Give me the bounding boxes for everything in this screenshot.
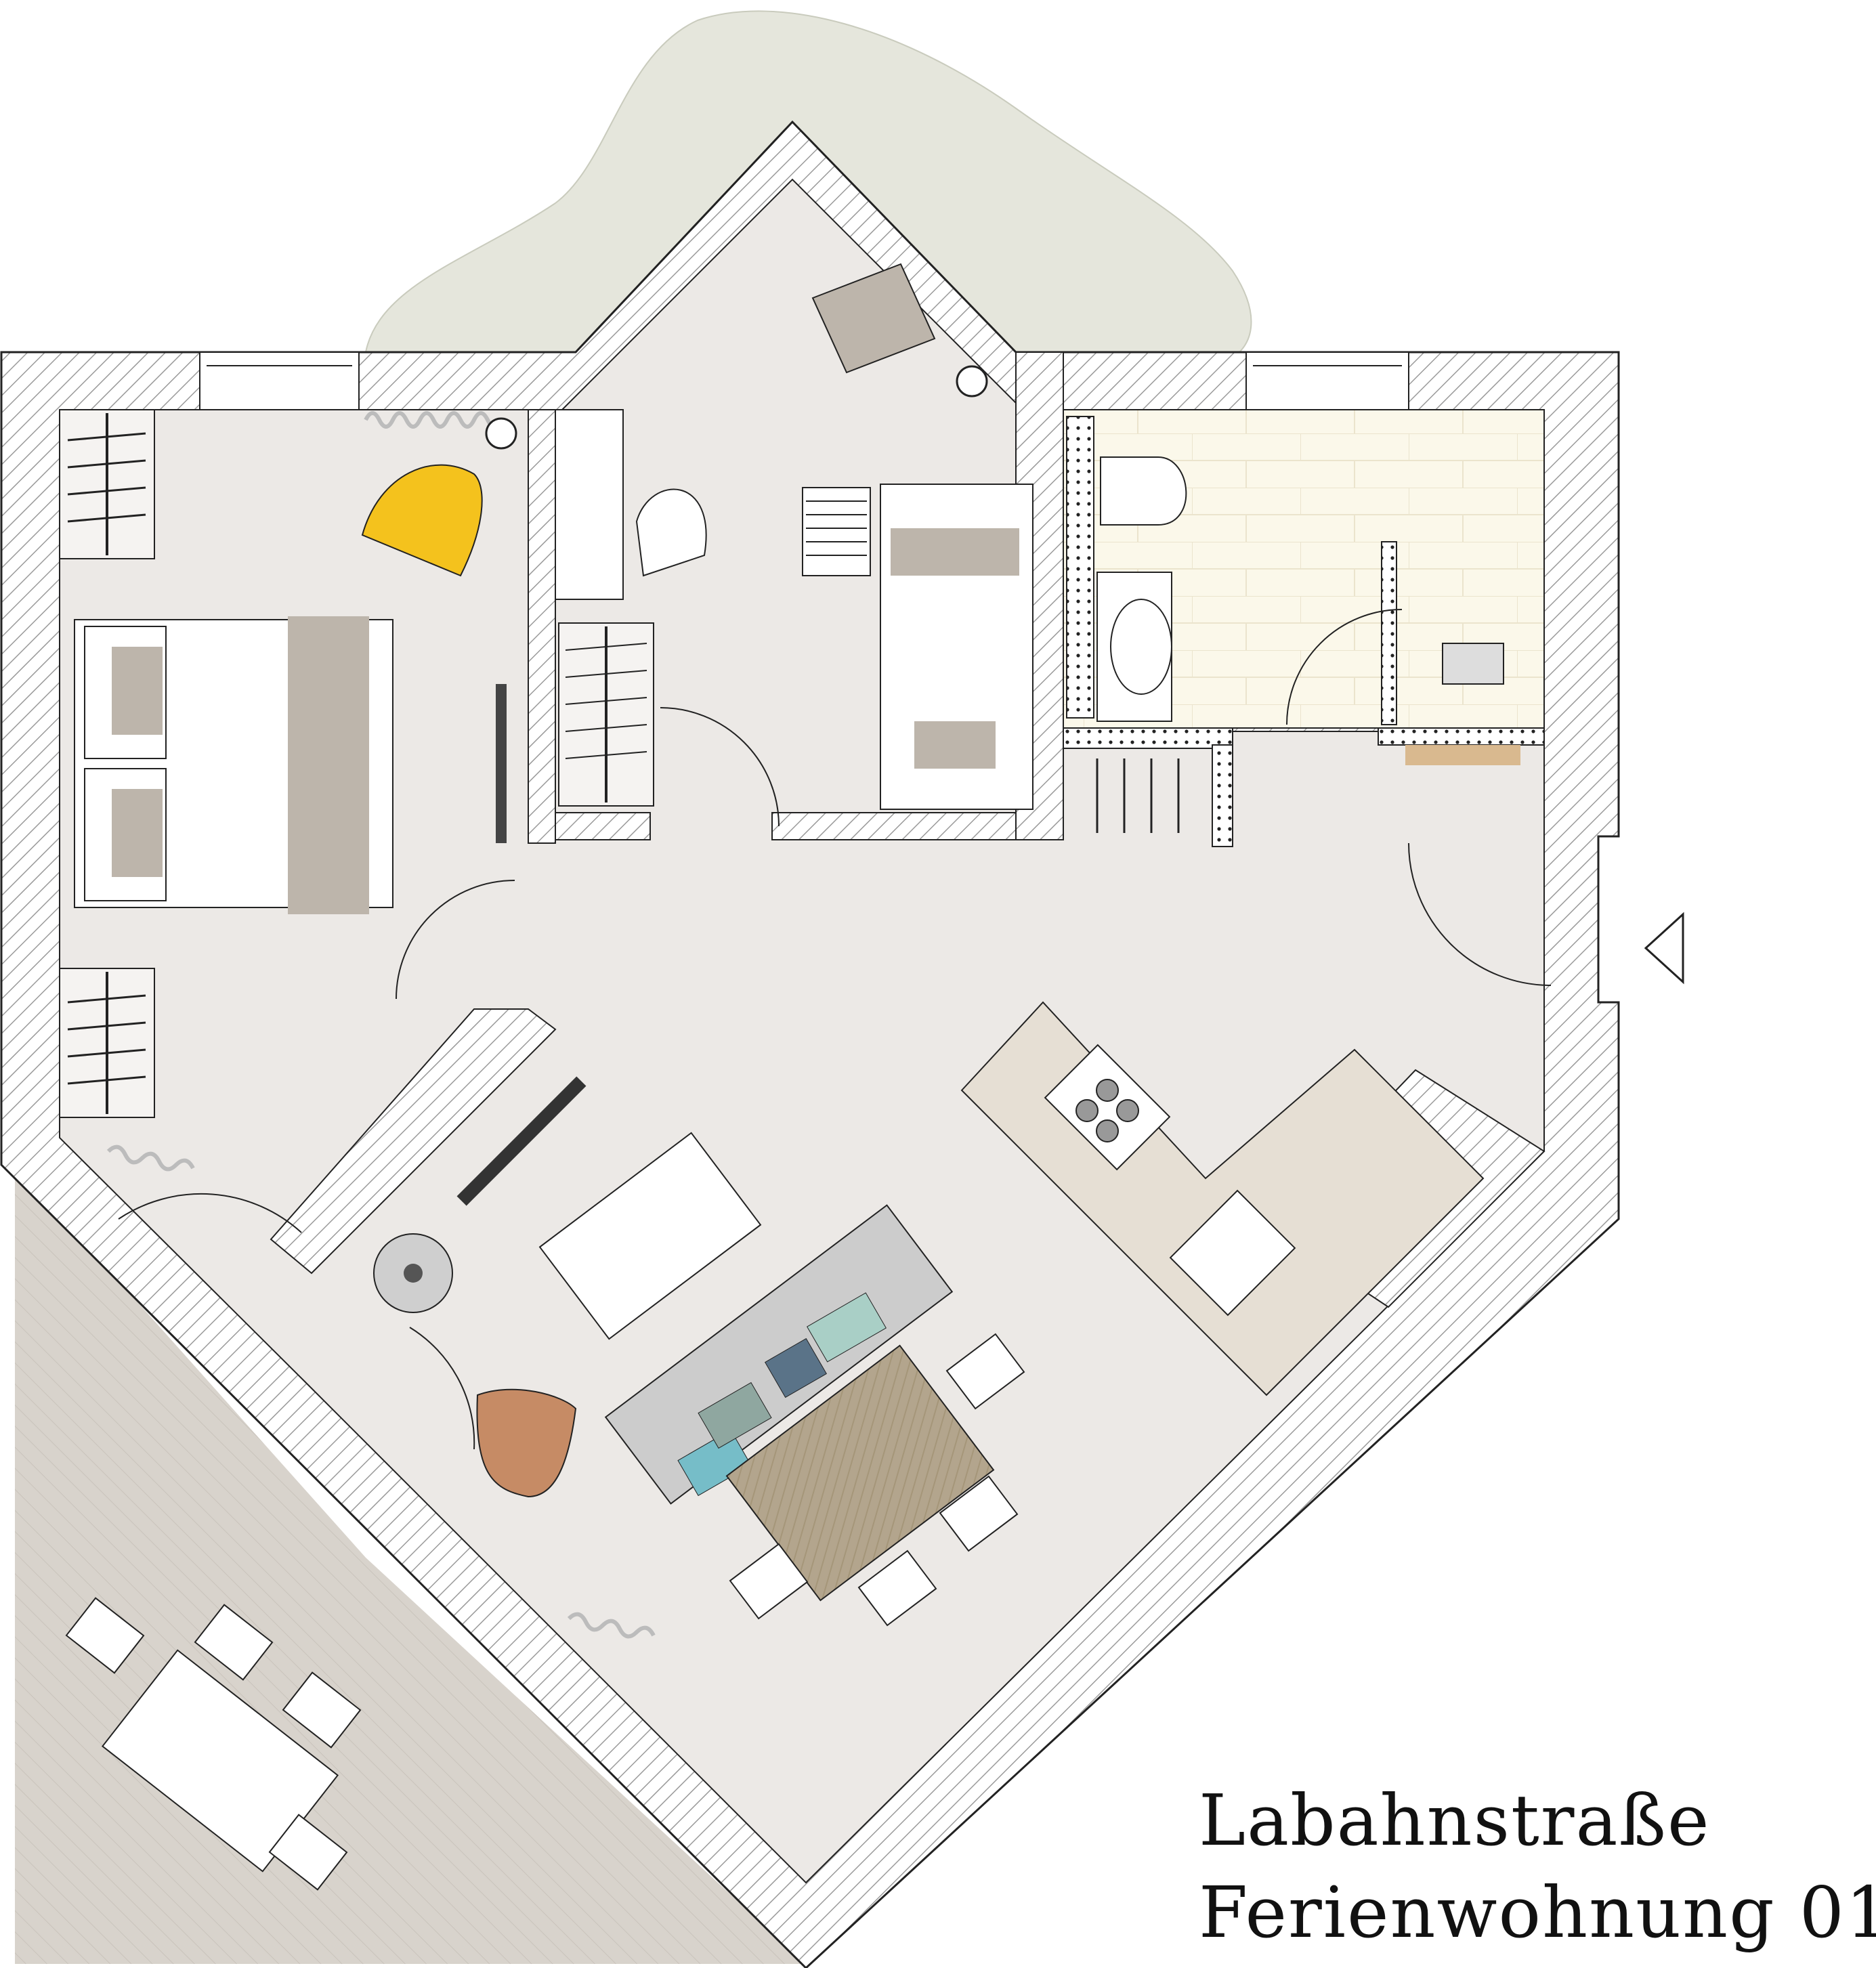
brown-armchair: [476, 1388, 577, 1498]
title-block: Labahnstraße Ferienwohnung 01: [1199, 1774, 1876, 1959]
double-bed: [74, 616, 393, 914]
sofa-cushions: [677, 1292, 887, 1497]
bathroom-fixtures: [1066, 416, 1545, 765]
dining-chairs: [729, 1333, 1025, 1627]
living-tv: [456, 1076, 587, 1206]
kids-room-furniture: [555, 409, 1033, 810]
kids-armchair: [811, 263, 936, 374]
bedroom-tv: [496, 684, 507, 843]
washbasin-icon: [1110, 599, 1172, 695]
kitchen: [960, 1001, 1485, 1396]
sink-icon: [1169, 1189, 1296, 1317]
entrance-arrow-icon[interactable]: [1644, 912, 1684, 985]
apartment-name: Ferienwohnung 01: [1199, 1871, 1876, 1954]
coffee-table: [538, 1132, 762, 1340]
street-name: Labahnstraße: [1199, 1779, 1711, 1862]
stove-icon: [1044, 1044, 1171, 1171]
interior-floor: [59, 178, 1545, 1884]
shower-icon: [1442, 643, 1504, 685]
dining-table: [725, 1344, 995, 1602]
ventilation-icon: [485, 417, 517, 450]
door-swings: [118, 609, 1552, 1450]
windows: [199, 128, 1409, 410]
hall-wardrobe: [1063, 727, 1233, 847]
bedroom-wardrobe-top: [59, 409, 155, 1118]
terrace-furniture: [65, 1597, 362, 1891]
radiators: [106, 411, 656, 1639]
yellow-armchair: [361, 464, 483, 577]
toilet-icon: [1100, 456, 1187, 526]
